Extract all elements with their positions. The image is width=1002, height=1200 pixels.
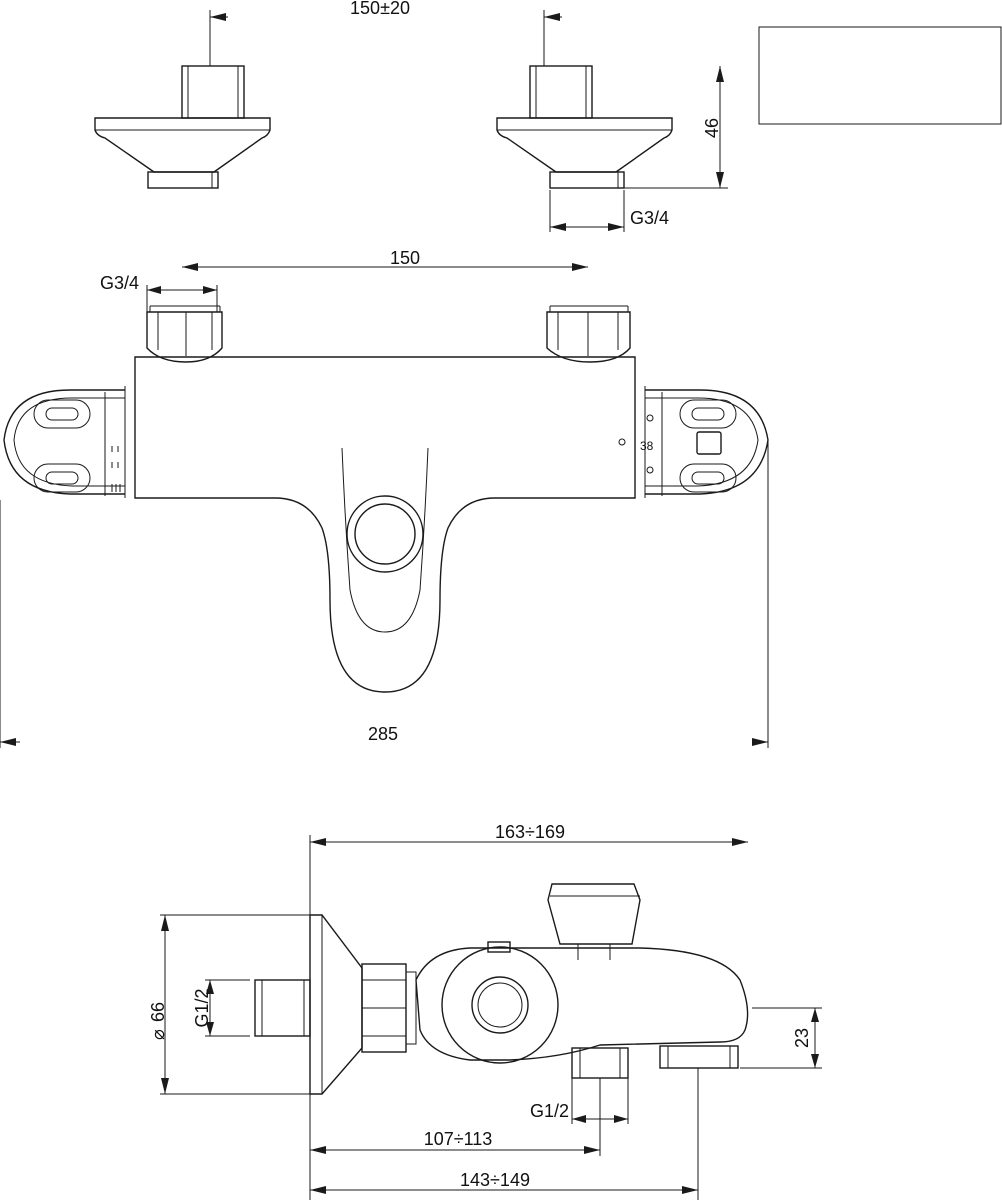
front-spacing-dimension: 150 [182, 248, 588, 271]
side-reach-spout-dimension: 143÷149 [310, 1068, 699, 1200]
side-inlet-thread-label: G1/2 [192, 988, 212, 1027]
front-thread-dimension: G3/4 [100, 273, 218, 312]
side-diameter-dimension: ⌀ 66 [148, 914, 310, 1095]
left-wall-connector [94, 65, 271, 189]
safety-button [696, 431, 722, 455]
diverter-knob [346, 495, 424, 573]
side-inlet-pipe [254, 979, 311, 1037]
side-spout-height-dimension: 23 [740, 1007, 822, 1069]
side-outlet-thread-label: G1/2 [530, 1101, 569, 1121]
front-spacing-label: 150 [390, 248, 420, 268]
top-thread-dimension: G3/4 [549, 190, 669, 232]
side-reach-outlet-label: 107÷113 [424, 1129, 493, 1149]
front-width-label: 285 [368, 724, 398, 744]
title-box [758, 26, 1002, 125]
side-spout-outlet [659, 1045, 739, 1069]
side-diameter-symbol: ⌀ [148, 1029, 168, 1040]
left-handle [3, 386, 136, 498]
front-thread-label: G3/4 [100, 273, 139, 293]
left-inlet-nut [146, 305, 223, 363]
side-bottom-outlet [571, 1047, 629, 1079]
side-spout-height-label: 23 [792, 1028, 812, 1048]
right-wall-connector [496, 65, 673, 189]
side-total-reach-label: 163÷169 [495, 822, 565, 842]
side-diameter-label: 66 [148, 1002, 168, 1022]
top-height-dimension: 46 [620, 66, 728, 189]
front-width-dimension: 285 [0, 440, 769, 748]
side-body [415, 947, 749, 1061]
mixer-body [134, 356, 636, 693]
side-view: 163÷169 ⌀ 66 G1/2 [148, 822, 822, 1200]
side-reach-spout-label: 143÷149 [460, 1170, 530, 1190]
side-top-handle [547, 883, 641, 960]
side-outlet-thread-dimension: G1/2 [530, 1078, 629, 1124]
top-spacing-dimension: 150±20 [209, 0, 562, 66]
right-handle: 38 [618, 386, 769, 498]
top-view: 150±20 46 G3/4 [94, 0, 1002, 232]
side-diverter-knob [441, 946, 559, 1064]
side-total-reach-dimension: 163÷169 [309, 822, 748, 915]
wall-flange [309, 914, 363, 1095]
top-thread-label: G3/4 [630, 208, 669, 228]
side-top-nub [487, 941, 511, 953]
right-inlet-nut [546, 305, 631, 363]
side-inlet-thread-dimension: G1/2 [192, 979, 250, 1037]
top-height-label: 46 [702, 118, 722, 138]
side-union-nut [361, 963, 417, 1053]
temperature-mark: 38 [640, 439, 654, 453]
top-spacing-label: 150±20 [350, 0, 410, 18]
side-reach-outlet-dimension: 107÷113 [309, 1078, 601, 1200]
front-view: 150 G3/4 [0, 248, 769, 748]
